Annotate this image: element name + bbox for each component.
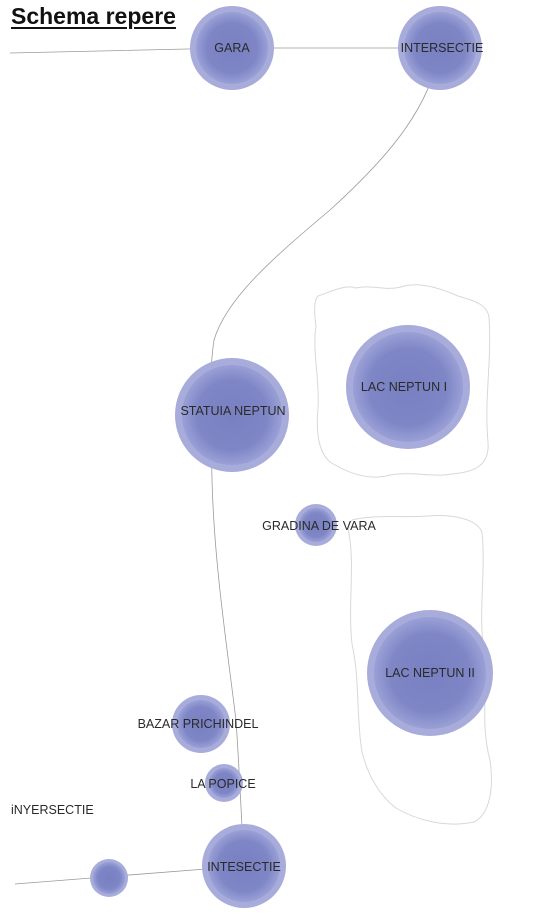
node-unlabeled[interactable]: [90, 859, 128, 897]
node-label: STATUIA NEPTUN: [180, 404, 285, 418]
node-lac-neptun-2[interactable]: LAC NEPTUN II: [367, 610, 493, 736]
node-label: BAZAR PRICHINDEL: [138, 717, 259, 731]
node-label: INTERSECTIE: [401, 41, 484, 55]
node-label: LAC NEPTUN I: [361, 380, 447, 394]
node-statuia-neptun[interactable]: STATUIA NEPTUN: [175, 358, 289, 472]
lake-outline-2: [348, 515, 492, 825]
node-bazar-prichindel[interactable]: BAZAR PRICHINDEL: [138, 695, 259, 753]
node-label: GRADINA DE VARA: [262, 519, 376, 533]
node-label: GARA: [214, 41, 250, 55]
node-lac-neptun-1[interactable]: LAC NEPTUN I: [346, 325, 470, 449]
node-intesectie[interactable]: INTESECTIE: [202, 824, 286, 908]
node-intersectie-top[interactable]: INTERSECTIE: [398, 6, 483, 90]
node-la-popice[interactable]: LA POPICE: [190, 764, 256, 802]
node-label: LA POPICE: [190, 777, 255, 791]
lake-outline-1: [314, 284, 491, 478]
node-gradina-de-vara[interactable]: GRADINA DE VARA: [262, 504, 377, 546]
iny-label: iNYERSECTIE: [11, 803, 94, 817]
page-title: Schema repere: [11, 3, 176, 29]
node-gara[interactable]: GARA: [190, 6, 274, 90]
node-label: INTESECTIE: [207, 860, 281, 874]
node-label: LAC NEPTUN II: [385, 666, 475, 680]
